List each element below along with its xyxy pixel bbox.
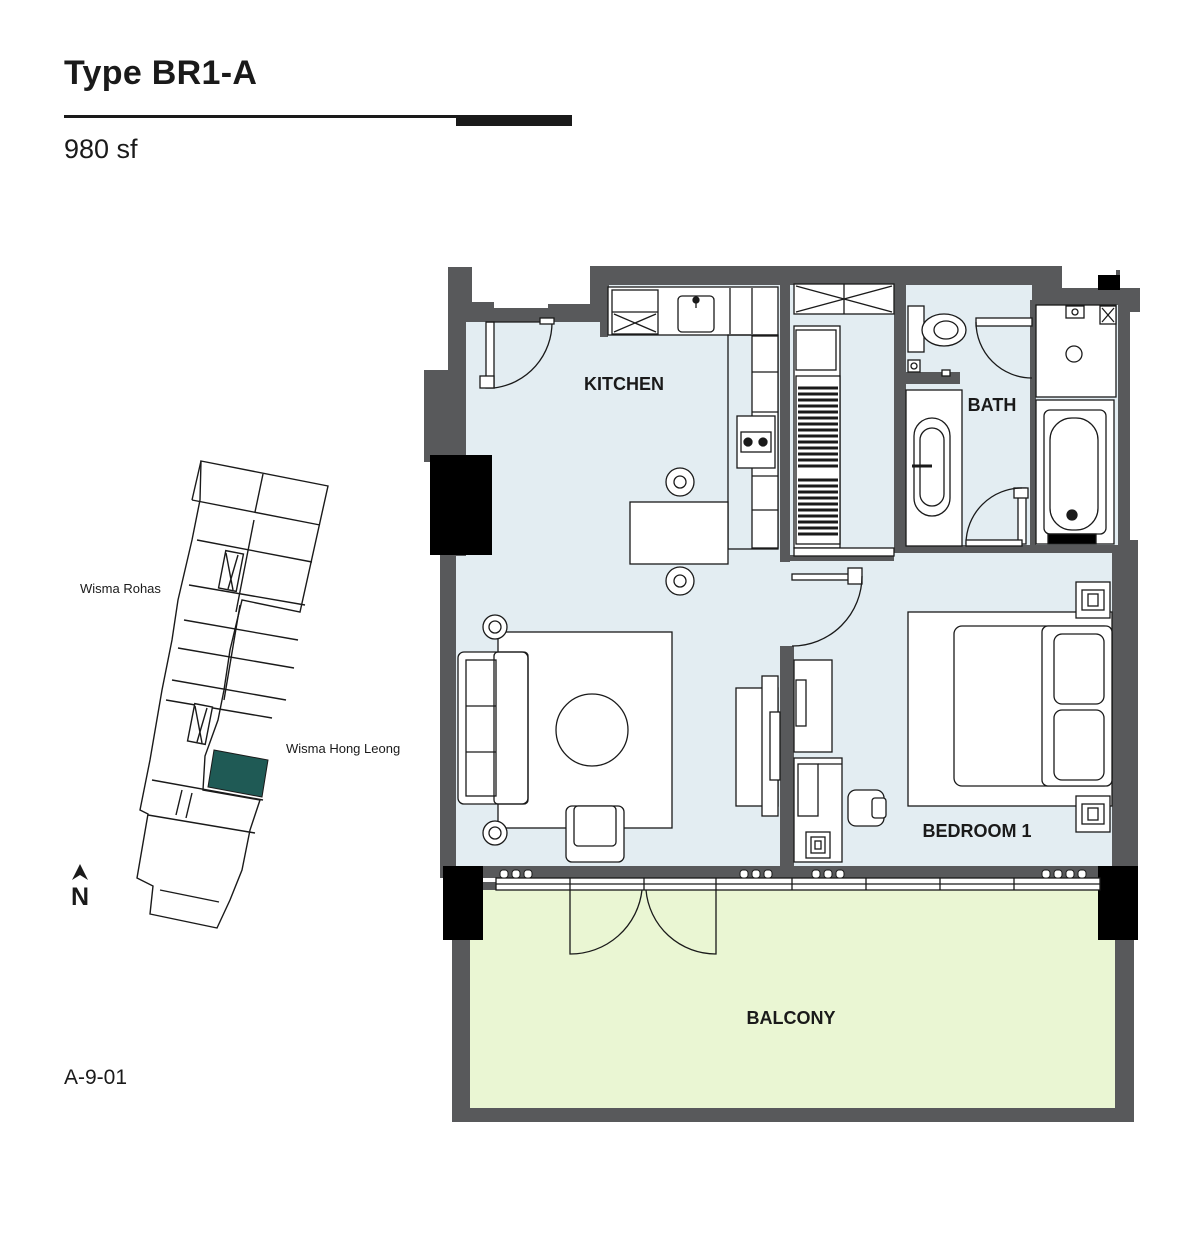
wardrobe-slats (798, 386, 838, 536)
north-arrow-icon (72, 864, 88, 880)
balcony-door (569, 889, 643, 955)
column (1098, 275, 1120, 290)
title-underline (64, 115, 572, 118)
key-plan-label-east: Wisma Hong Leong (286, 741, 401, 756)
room-label-bedroom: BEDROOM 1 (922, 821, 1031, 841)
pillow (1053, 709, 1105, 781)
north-arrow: N (66, 862, 94, 912)
key-plan-unit-highlight (207, 749, 269, 798)
north-label: N (70, 883, 90, 911)
column (443, 866, 483, 940)
key-plan-label-west: Wisma Rohas (80, 581, 161, 596)
title-underline-accent (456, 115, 572, 126)
balcony-door (645, 889, 717, 955)
pillow (1053, 633, 1105, 705)
unit-area: 980 sf (64, 134, 138, 164)
coffee-table (555, 693, 629, 767)
unit-code: A-9-01 (64, 1066, 128, 1089)
column (430, 455, 492, 555)
key-plan (136, 460, 329, 929)
key-plan-building (136, 460, 329, 929)
curtain-markers (499, 869, 1087, 879)
room-label-balcony: BALCONY (747, 1008, 836, 1028)
room-label-kitchen: KITCHEN (584, 374, 664, 394)
room-label-bath: BATH (968, 395, 1017, 415)
column (1098, 866, 1138, 940)
dining-table (629, 501, 729, 565)
plan-title: Type BR1-A (64, 54, 258, 92)
balcony-floor (470, 890, 1115, 1108)
